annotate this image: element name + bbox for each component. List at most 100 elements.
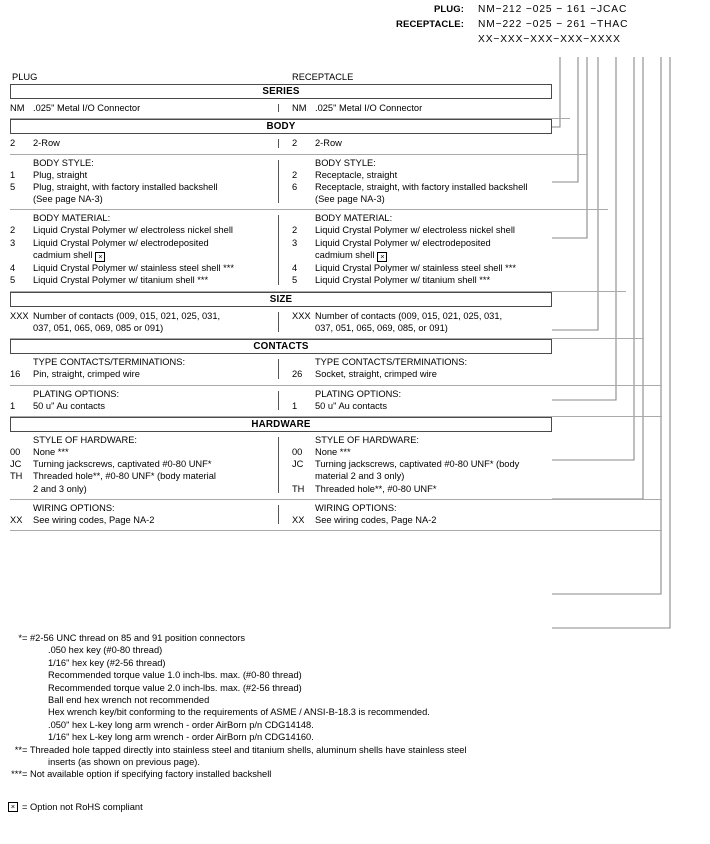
option-item[interactable]: 2 Receptacle, straight [292, 169, 578, 181]
option-item[interactable]: 3 Liquid Crystal Polymer w/ electrodepos… [292, 237, 578, 263]
option-desc-cont-text: cadmium shell [33, 250, 93, 261]
option-item[interactable]: TH Threaded hole**, #0-80 UNF* [292, 483, 578, 495]
option-item[interactable]: 5 Liquid Crystal Polymer w/ titanium she… [292, 274, 578, 286]
option-code: JC [292, 459, 304, 470]
option-code: 00 [292, 446, 303, 457]
receptacle-part-number-label: RECEPTACLE: [396, 19, 464, 30]
option-item[interactable]: 00 None *** [292, 446, 578, 458]
receptacle-part-number-value: NM−222 −025 − 261 −THAC [478, 19, 629, 30]
plug-pane: BODY MATERIAL: 2 Liquid Crystal Polymer … [0, 213, 278, 286]
option-item[interactable]: 1 50 u" Au contacts [292, 400, 578, 412]
row-divider [10, 118, 570, 120]
option-item[interactable]: 5 Plug, straight, with factory installed… [10, 181, 278, 206]
option-item[interactable]: 4 Liquid Crystal Polymer w/ stainless st… [292, 262, 578, 274]
footnote-line: inserts (as shown on previous page). [48, 757, 200, 768]
option-item[interactable]: NM .025" Metal I/O Connector [292, 102, 578, 114]
option-code: 00 [10, 446, 21, 457]
option-item[interactable]: 26 Socket, straight, crimped wire [292, 368, 578, 380]
section-size: SIZE XXX Number of contacts (009, 015, 0… [0, 291, 710, 340]
option-group-heading: STYLE OF HARDWARE: [33, 434, 137, 445]
option-desc: None *** [315, 446, 351, 457]
option-item[interactable]: NM .025" Metal I/O Connector [10, 102, 278, 114]
plug-pane: TYPE CONTACTS/TERMINATIONS: 16 Pin, stra… [0, 357, 278, 380]
option-code: 5 [10, 181, 16, 192]
plug-part-number-label: PLUG: [433, 4, 464, 15]
rohs-noncompliant-icon: × [95, 252, 106, 263]
option-row: STYLE OF HARDWARE: 00 None *** JC Turnin… [0, 432, 710, 499]
option-item[interactable]: 16 Pin, straight, crimped wire [10, 368, 278, 380]
option-group-heading: STYLE OF HARDWARE: [315, 434, 419, 445]
option-item[interactable]: 2 Liquid Crystal Polymer w/ electroless … [10, 224, 278, 236]
option-row: NM .025" Metal I/O Connector NM .025" Me… [0, 99, 710, 118]
option-desc: Liquid Crystal Polymer w/ electrodeposit… [315, 237, 491, 263]
option-item[interactable]: 2 Liquid Crystal Polymer w/ electroless … [292, 224, 578, 236]
option-item[interactable]: 1 50 u" Au contacts [10, 400, 278, 412]
option-item[interactable]: XXX Number of contacts (009, 015, 021, 0… [292, 310, 578, 335]
footnote-body: = Not available option if specifying fac… [22, 768, 628, 780]
option-desc: 50 u" Au contacts [33, 400, 106, 411]
option-code: TH [10, 471, 23, 482]
row-divider [10, 338, 644, 340]
option-item[interactable]: 2 2-Row [292, 137, 578, 149]
option-code: TH [292, 483, 305, 494]
option-item[interactable]: TH Threaded hole**, #0-80 UNF* (body mat… [10, 470, 278, 495]
receptacle-pane: TYPE CONTACTS/TERMINATIONS: 26 Socket, s… [278, 357, 578, 380]
option-desc-line1: Plug, straight, with factory installed b… [33, 181, 218, 192]
option-desc-line1: Number of contacts (009, 015, 021, 025, … [315, 310, 503, 321]
footnote-double-asterisk: ** = Threaded hole tapped directly into … [8, 744, 628, 769]
footnote-marker: ** [14, 744, 22, 755]
receptacle-pane: STYLE OF HARDWARE: 00 None *** JC Turnin… [278, 435, 578, 495]
plug-part-number-value: NM−212 −025 − 161 −JCAC [478, 4, 628, 15]
option-code: JC [10, 459, 22, 470]
option-desc-cont-text: cadmium shell [315, 250, 375, 261]
section-series: SERIES NM .025" Metal I/O Connector NM .… [0, 84, 710, 120]
option-desc: Plug, straight, with factory installed b… [33, 181, 217, 206]
option-code: 1 [10, 169, 16, 180]
option-item[interactable]: JC Turning jackscrews, captivated #0-80 … [10, 458, 278, 470]
option-desc-line1: Liquid Crystal Polymer w/ electrodeposit… [33, 237, 209, 248]
option-item[interactable]: JC Turning jackscrews, captivated #0-80 … [292, 458, 578, 483]
row-divider [10, 530, 662, 532]
row-divider [10, 290, 626, 292]
footnote-line: = Option not RoHS compliant [22, 801, 143, 812]
receptacle-pane: XXX Number of contacts (009, 015, 021, 0… [278, 310, 578, 335]
option-item[interactable]: XX See wiring codes, Page NA-2 [292, 514, 578, 526]
option-desc-line2: material 2 and 3 only) [315, 471, 405, 482]
footnote-body: = Threaded hole tapped directly into sta… [22, 744, 628, 769]
plug-pane: 2 2-Row [0, 137, 278, 149]
rohs-noncompliant-icon: × [8, 802, 18, 813]
option-desc: Liquid Crystal Polymer w/ stainless stee… [315, 263, 516, 274]
option-desc-line2: 2 and 3 only) [33, 483, 87, 494]
option-desc-line1: Liquid Crystal Polymer w/ electrodeposit… [315, 237, 491, 248]
option-desc-line2: (See page NA-3) [33, 194, 103, 205]
option-desc: 2-Row [315, 138, 342, 149]
part-number-row: PLUG: NM−212 −025 − 161 −JCAC [330, 4, 706, 19]
option-group-heading: BODY STYLE: [315, 157, 376, 168]
option-row: 2 2-Row 2 2-Row [0, 134, 710, 153]
option-item[interactable]: 5 Liquid Crystal Polymer w/ titanium she… [10, 274, 278, 286]
option-item[interactable]: XXX Number of contacts (009, 015, 021, 0… [10, 310, 278, 335]
option-item[interactable]: 4 Liquid Crystal Polymer w/ stainless st… [10, 262, 278, 274]
option-code: 4 [10, 263, 16, 274]
receptacle-pane: NM .025" Metal I/O Connector [278, 102, 578, 114]
option-desc-line2: 037, 051, 065, 069, 085, or 091) [315, 322, 448, 333]
option-item[interactable]: XX See wiring codes, Page NA-2 [10, 514, 278, 526]
option-code: XXX [292, 310, 311, 321]
option-code: 5 [292, 275, 298, 286]
option-item[interactable]: 1 Plug, straight [10, 169, 278, 181]
option-code: 6 [292, 181, 298, 192]
option-row: WIRING OPTIONS: XX See wiring codes, Pag… [0, 500, 710, 530]
option-code: 1 [292, 400, 298, 411]
plug-pane: BODY STYLE: 1 Plug, straight 5 Plug, str… [0, 158, 278, 206]
option-desc-line1: Threaded hole**, #0-80 UNF* (body materi… [33, 471, 216, 482]
option-item[interactable]: 6 Receptacle, straight, with factory ins… [292, 181, 578, 206]
option-item[interactable]: 00 None *** [10, 446, 278, 458]
option-desc: Number of contacts (009, 015, 021, 025, … [315, 310, 502, 335]
footnote-marker: * [18, 633, 22, 643]
option-row: PLATING OPTIONS: 1 50 u" Au contacts PLA… [0, 386, 710, 416]
footnote-line: = Threaded hole tapped directly into sta… [22, 744, 467, 755]
option-item[interactable]: 2 2-Row [10, 137, 278, 149]
footnote-line: 1/16" hex L-key long arm wrench - order … [48, 732, 314, 743]
footnote-line: .050 hex key (#0-80 thread) [48, 645, 163, 656]
option-item[interactable]: 3 Liquid Crystal Polymer w/ electrodepos… [10, 237, 278, 263]
